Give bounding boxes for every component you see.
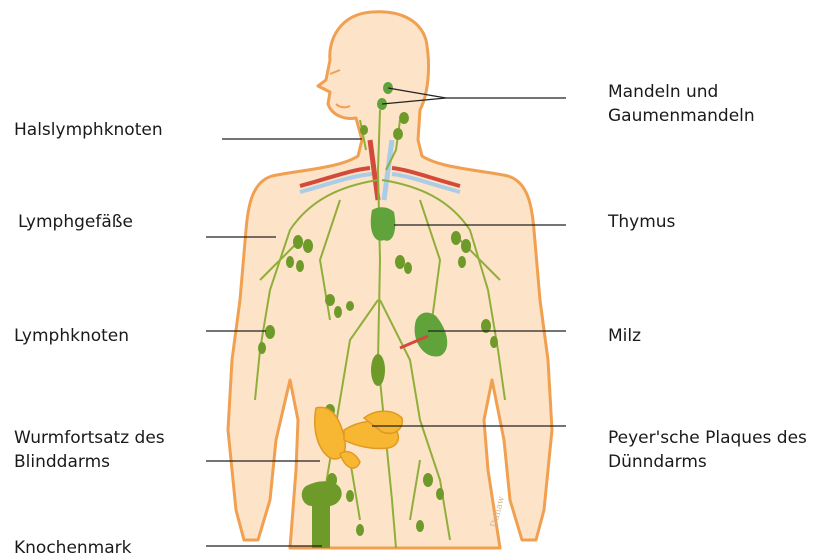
label-lymphknoten: Lymphknoten [14, 324, 129, 348]
label-wurmfortsatz-line1: Wurmfortsatz des [14, 426, 165, 450]
thymus-organ [371, 207, 396, 241]
label-mandeln-line1: Mandeln und [608, 80, 718, 104]
label-mandeln-line2: Gaumenmandeln [608, 104, 755, 128]
cisterna-chyli [371, 354, 385, 386]
label-thymus: Thymus [608, 210, 675, 234]
label-knochenmark: Knochenmark [14, 536, 132, 560]
label-milz: Milz [608, 324, 641, 348]
label-wurmfortsatz-line2: Blinddarms [14, 450, 110, 474]
label-lymphgefaesse: Lymphgefäße [18, 210, 133, 234]
label-halslymphknoten: Halslymphknoten [14, 118, 163, 142]
label-peyer-line1: Peyer'sche Plaques des [608, 426, 807, 450]
label-peyer-line2: Dünndarms [608, 450, 707, 474]
